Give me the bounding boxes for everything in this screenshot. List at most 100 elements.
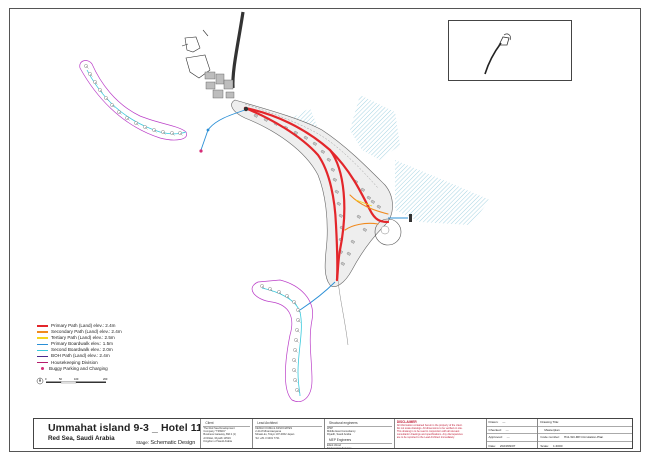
row-value: 1:4000 xyxy=(552,443,563,448)
legend-line-swatch xyxy=(37,343,48,346)
reef-hatch-upper xyxy=(350,95,400,160)
villa-connector xyxy=(296,389,300,393)
villa-connector xyxy=(269,288,273,292)
east-landing-circle xyxy=(374,218,402,246)
villa-connector xyxy=(295,339,299,343)
villa-icon xyxy=(336,201,341,206)
legend-item: Housekeeping Division xyxy=(37,360,147,366)
drawing-sheet-border xyxy=(9,8,641,452)
island-land xyxy=(231,99,393,287)
row-value: 2023/09/07 xyxy=(499,443,516,448)
legend-label: Buggy Parking and Charging xyxy=(49,365,108,371)
legend-line-swatch xyxy=(37,349,48,352)
title-block-row: Date:2023/09/07 xyxy=(487,442,538,448)
title-block-row: Drawing Title: xyxy=(538,419,633,427)
row-label: Checked: xyxy=(488,427,502,432)
architect-heading: Lead Architect xyxy=(255,420,323,427)
key-plan-inset xyxy=(448,20,572,81)
legend-label: Second Boardwalk elev.: 2.0m xyxy=(51,347,113,353)
villa-connector xyxy=(135,122,139,126)
villa-icon xyxy=(350,239,355,244)
title-block: Ummahat island 9-3 _ Hotel 11 Red Sea, S… xyxy=(33,418,633,449)
approvals-cell: Drawn:---Checked:---Approved:---Date:202… xyxy=(486,419,539,448)
access-road xyxy=(231,11,245,89)
client-line: Kingdom of Saudi Arabia xyxy=(203,439,232,443)
row-value: --- xyxy=(502,420,506,425)
east-landing-core xyxy=(380,225,390,235)
legend-item: Secondary Path (Land) elev.: 2.4m xyxy=(37,329,147,335)
scale-tick-50: 50 xyxy=(59,377,62,381)
villa-icon xyxy=(366,195,371,200)
legend-item: Primary Path (Land) elev.: 2.4m xyxy=(37,323,147,329)
villa-connector xyxy=(89,73,93,77)
villa-icon xyxy=(293,130,298,135)
title-block-row: Checked:--- xyxy=(486,427,538,435)
row-label: Date: xyxy=(488,443,496,448)
legend-line-swatch xyxy=(37,331,48,333)
scale-tick-0: 0 xyxy=(45,377,47,381)
villa-connector xyxy=(261,285,265,289)
legend-dot-icon xyxy=(41,367,44,371)
legend-label: Tertiary Path (Land) elev.: 2.5m xyxy=(51,335,115,341)
villa-connector xyxy=(293,359,297,363)
arrival-buildings xyxy=(204,71,235,99)
row-value: --- xyxy=(506,435,510,440)
row-label: Approved: xyxy=(488,435,503,440)
disclaimer-line: This drawing is to be read in conjunctio… xyxy=(396,430,460,434)
island-tail xyxy=(337,279,349,346)
title-block-row: Code number:H11-SD-MP-Circulation-Plan xyxy=(538,434,633,442)
villa-connector xyxy=(126,117,130,121)
row-value: H11-SD-MP-Circulation-Plan xyxy=(563,435,604,440)
row-value: --- xyxy=(505,427,509,432)
villa-connector xyxy=(278,291,282,295)
project-title-cell: Ummahat island 9-3 _ Hotel 11 Red Sea, S… xyxy=(34,419,202,448)
legend-item: BOH Path (Land) elev.: 2.4m xyxy=(37,353,147,359)
disclaimer-line: All information contained herein is the … xyxy=(396,424,463,427)
row-label: Drawing Title: xyxy=(540,420,560,425)
legend-item: Primary Boardwalk elev.: 1.5m xyxy=(37,341,147,347)
villa-connector xyxy=(293,301,297,305)
villa-connector xyxy=(297,319,301,323)
villa-connector xyxy=(99,89,103,93)
architect-line: Minato-ku, Tokyo 107-0062 Japan xyxy=(255,433,295,437)
west-villa-island-outline xyxy=(79,60,187,141)
arrival-node xyxy=(243,106,249,112)
mep-line: Engineering Services xyxy=(327,447,392,448)
villa-connector xyxy=(85,65,89,69)
villa-connector xyxy=(111,104,115,108)
villa-icon xyxy=(360,187,365,192)
legend-line-swatch xyxy=(37,325,48,327)
villa-icon xyxy=(356,214,361,219)
mep-heading: MEP Engineers xyxy=(327,437,392,444)
primary-boardwalk xyxy=(200,109,408,311)
villa-icon xyxy=(334,189,339,194)
legend-item: Second Boardwalk elev.: 2.0m xyxy=(37,347,147,353)
villa-connector xyxy=(286,295,290,299)
disclaimer-line: are to be reported to the Lead Architect… xyxy=(396,436,455,440)
mep-line: Elliott Wood xyxy=(327,443,341,447)
buggy-parking-point xyxy=(199,149,203,153)
villa-icon xyxy=(332,177,337,182)
villa-connector xyxy=(162,131,166,135)
scale-bar: 0 50 100 200 xyxy=(36,377,108,385)
structural-line: Middle East Consultancy xyxy=(327,430,356,434)
legend-label: BOH Path (Land) elev.: 2.4m xyxy=(51,353,110,359)
legend-label: Secondary Path (Land) elev.: 2.4m xyxy=(51,329,122,335)
disclaimer-heading: DISCLAIMER xyxy=(396,420,417,424)
villa-icon xyxy=(312,141,317,146)
title-block-row: Drawn:--- xyxy=(486,419,538,427)
villa-connector xyxy=(105,97,109,101)
legend-label: Housekeeping Division xyxy=(51,359,98,365)
villa-icon xyxy=(330,167,335,172)
structural-line: WSP xyxy=(327,427,333,430)
villa-icon xyxy=(362,227,367,232)
villa-connector xyxy=(294,379,298,383)
client-line: Al Ridan, Riyadh 13519 xyxy=(203,436,231,440)
site-plan-map xyxy=(79,11,490,402)
villa-connector xyxy=(153,129,157,133)
architect-line: Tel: +81 3 3401 7721 xyxy=(255,436,280,440)
